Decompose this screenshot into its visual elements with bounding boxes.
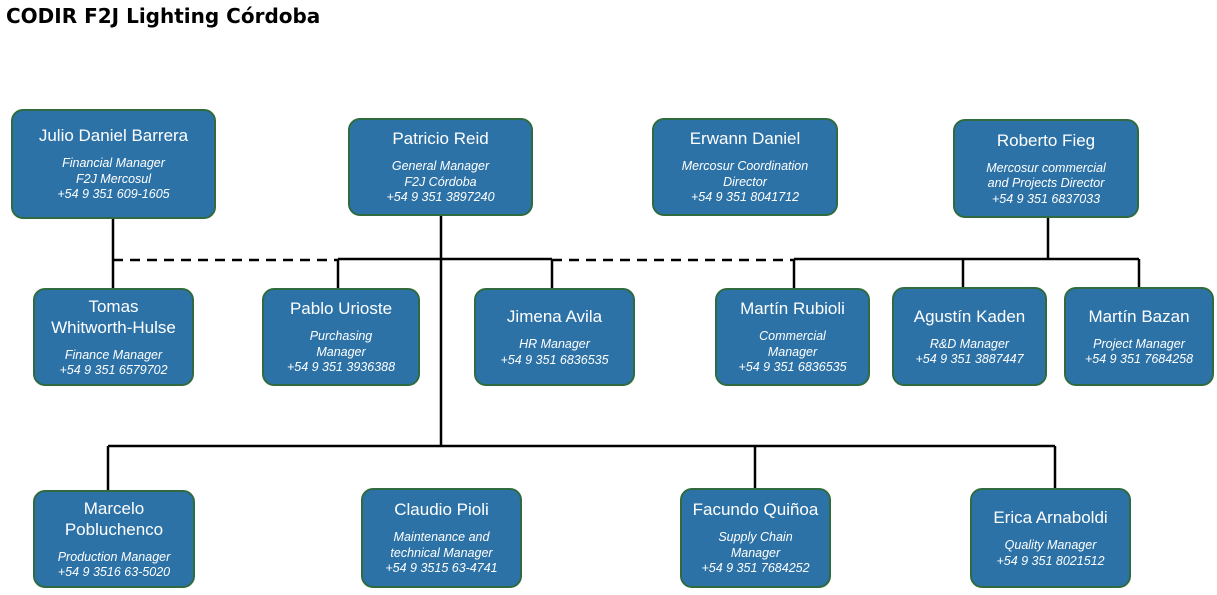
person-role: Financial Manager xyxy=(62,156,165,171)
person-phone: +54 9 351 6579702 xyxy=(59,363,168,377)
person-phone: +54 9 351 3897240 xyxy=(386,190,495,205)
person-role: Purchasing xyxy=(309,329,373,344)
person-name-line2: Pobluchenco xyxy=(64,519,164,539)
person-name: Martín Bazan xyxy=(1088,306,1190,326)
person-role: Finance Manager xyxy=(64,347,163,362)
person-phone: +54 9 351 7684258 xyxy=(1084,352,1194,366)
card-martin-bazan: Martín Bazan Project Manager +54 9 351 7… xyxy=(1064,287,1214,386)
person-role: Production Manager xyxy=(57,549,171,564)
person-role-line2: and Projects Director xyxy=(987,176,1105,191)
person-phone: +54 9 351 3887447 xyxy=(915,352,1024,366)
person-name: Claudio Pioli xyxy=(394,500,489,520)
person-role: Quality Manager xyxy=(1004,538,1097,552)
card-patricio-reid: Patricio Reid General Manager F2J Córdob… xyxy=(348,118,533,216)
card-erwann-daniel: Erwann Daniel Mercosur Coordination Dire… xyxy=(652,118,838,216)
card-facundo-quinoa: Facundo Quiñoa Supply Chain Manager +54 … xyxy=(680,488,831,588)
person-role-line2: Manager xyxy=(730,545,781,560)
person-role-line2: Manager xyxy=(767,344,818,359)
person-name: Erwann Daniel xyxy=(689,129,801,149)
person-name: Roberto Fieg xyxy=(996,130,1096,150)
person-phone: +54 9 351 8021512 xyxy=(996,553,1105,568)
person-role-line2: Manager xyxy=(316,344,366,359)
page-title: CODIR F2J Lighting Córdoba xyxy=(6,4,321,28)
person-name-line2: Whitworth-Hulse xyxy=(51,317,176,337)
person-phone: +54 9 351 6836535 xyxy=(500,352,609,367)
card-martin-rubioli: Martín Rubioli Commercial Manager +54 9 … xyxy=(715,288,870,386)
card-pablo-urioste: Pablo Urioste Purchasing Manager +54 9 3… xyxy=(262,288,420,386)
person-phone: +54 9 3515 63-4741 xyxy=(385,561,498,576)
person-phone: +54 9 351 3936388 xyxy=(286,360,396,375)
card-marcelo-pobluchenco: Marcelo Pobluchenco Production Manager +… xyxy=(33,490,195,588)
person-name: Agustín Kaden xyxy=(913,306,1026,326)
person-name: Marcelo xyxy=(83,498,145,518)
person-name: Julio Daniel Barrera xyxy=(38,126,189,146)
card-jimena-avila: Jimena Avila HR Manager +54 9 351 683653… xyxy=(474,288,635,386)
person-role-line2: technical Manager xyxy=(390,545,493,560)
person-name: Tomas xyxy=(88,296,139,316)
person-role: Commercial xyxy=(759,329,826,344)
person-role-line2: F2J Córdoba xyxy=(404,174,477,189)
person-role: Maintenance and xyxy=(393,530,490,545)
card-roberto-fieg: Roberto Fieg Mercosur commercial and Pro… xyxy=(953,119,1139,218)
person-phone: +54 9 351 609-1605 xyxy=(57,187,170,202)
card-julio-barrera: Julio Daniel Barrera Financial Manager F… xyxy=(11,109,216,219)
person-name: Martín Rubioli xyxy=(740,299,845,319)
person-role: Supply Chain xyxy=(718,530,793,545)
person-role: HR Manager xyxy=(519,337,590,351)
card-tomas-whitworth-hulse: Tomas Whitworth-Hulse Finance Manager +5… xyxy=(33,288,194,386)
card-claudio-pioli: Claudio Pioli Maintenance and technical … xyxy=(361,488,522,588)
person-role: Mercosur Coordination xyxy=(681,159,809,174)
person-role: Project Manager xyxy=(1093,336,1185,351)
person-phone: +54 9 351 6837033 xyxy=(991,191,1101,206)
person-role: R&D Manager xyxy=(929,336,1010,351)
person-name: Patricio Reid xyxy=(392,129,489,149)
person-phone: +54 9 3516 63-5020 xyxy=(57,565,171,579)
person-role: General Manager xyxy=(391,159,490,174)
person-name: Jimena Avila xyxy=(506,307,603,326)
person-phone: +54 9 351 7684252 xyxy=(701,561,810,576)
person-name: Erica Arnaboldi xyxy=(993,508,1108,527)
person-phone: +54 9 351 6836535 xyxy=(738,360,847,375)
person-name: Facundo Quiñoa xyxy=(692,500,819,520)
card-erica-arnaboldi: Erica Arnaboldi Quality Manager +54 9 35… xyxy=(970,488,1131,588)
person-role-line2: F2J Mercosul xyxy=(75,171,152,186)
person-role: Mercosur commercial xyxy=(986,160,1106,175)
card-agustin-kaden: Agustín Kaden R&D Manager +54 9 351 3887… xyxy=(892,287,1047,386)
person-phone: +54 9 351 8041712 xyxy=(690,190,800,205)
person-name: Pablo Urioste xyxy=(289,299,393,319)
person-role-line2: Director xyxy=(723,174,767,189)
